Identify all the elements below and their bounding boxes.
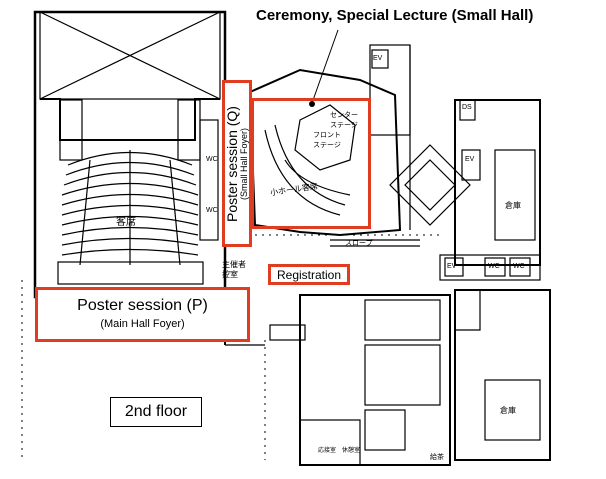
tea-room-label: 給茶 (430, 453, 444, 461)
stair-diamond-inner (404, 159, 456, 211)
poster-q-subtitle: (Small Hall Foyer) (239, 127, 249, 200)
slope-label: スロープ (345, 239, 373, 247)
storage-label: 倉庫 (505, 201, 521, 210)
poster-q-title: Poster session (Q) (224, 105, 240, 222)
right-wing (454, 99, 541, 266)
storage-label: 倉庫 (500, 406, 516, 415)
aisle (169, 159, 181, 266)
registration-box: Registration (268, 264, 350, 285)
stage-tower (39, 11, 221, 100)
connector (269, 324, 306, 341)
ds-label: DS (462, 104, 472, 111)
small-hall-seat-arc (274, 124, 346, 206)
reception-room-label: 応接室 (318, 447, 337, 454)
right-wing-storage (494, 149, 536, 241)
right-wing-elevator (461, 149, 481, 181)
floor-label: 2nd floor (124, 403, 188, 420)
ceremony-pointer-dot (309, 101, 315, 107)
poster-q-box: Poster session (Q) (Small Hall Foyer) (222, 80, 252, 247)
wc-label: WC (206, 207, 218, 214)
lower-right-block (454, 289, 551, 461)
organizer-room-label: 主催者 控室 (222, 260, 246, 279)
rest-room-label: 休憩室 (342, 447, 361, 454)
lower-room-d (299, 419, 361, 466)
elevator-upper (371, 49, 389, 69)
poster-p-subtitle: (Main Hall Foyer) (100, 318, 185, 330)
ev-label: EV (465, 156, 475, 163)
stage-tower-cross-b (39, 11, 221, 100)
aisle (79, 159, 91, 266)
wc-box (484, 257, 506, 277)
poster-p-title: Poster session (P) (77, 297, 208, 314)
wc-label: WC (488, 263, 500, 270)
lower-room-a (364, 299, 441, 341)
center-stage-label: センター ステージ (330, 111, 358, 129)
ev-box (444, 257, 464, 277)
small-hall-seat-arc (284, 159, 351, 196)
proscenium-right (177, 99, 201, 161)
main-hall-seats-label: 客席 (116, 217, 136, 228)
small-hall-stage (294, 104, 356, 171)
poster-q-label: Poster session (Q) (Small Hall Foyer) (224, 105, 249, 222)
ev-label: EV (447, 263, 457, 270)
ceremony-title: Ceremony, Special Lecture (Small Hall) (256, 7, 534, 24)
ceremony-pointer (311, 29, 339, 104)
small-hall-seat-arc (264, 129, 341, 216)
stair-diamond (389, 144, 471, 226)
east-corridor (439, 254, 541, 281)
right-wing-ds (459, 99, 476, 121)
registration-label: Registration (276, 267, 342, 282)
wc-box (509, 257, 531, 277)
poster-p-box: Poster session (P) (Main Hall Foyer) (35, 287, 250, 342)
seating-rear-wall (57, 261, 204, 285)
lower-room-b (364, 344, 441, 406)
lower-room-c (364, 409, 406, 451)
proscenium-left (59, 99, 83, 161)
floor-label-box: 2nd floor (110, 397, 202, 427)
wc-label: WC (513, 263, 525, 270)
front-stage-label: フロント ステージ (313, 131, 341, 149)
lower-right-room (484, 379, 541, 441)
lower-right-stair (454, 289, 481, 331)
stage-front (40, 98, 220, 141)
lower-block (299, 294, 451, 466)
ev-label: EV (373, 55, 383, 62)
wc-label: WC (206, 156, 218, 163)
small-hall-highlight (251, 98, 371, 229)
main-hall-side-rooms (199, 119, 219, 241)
